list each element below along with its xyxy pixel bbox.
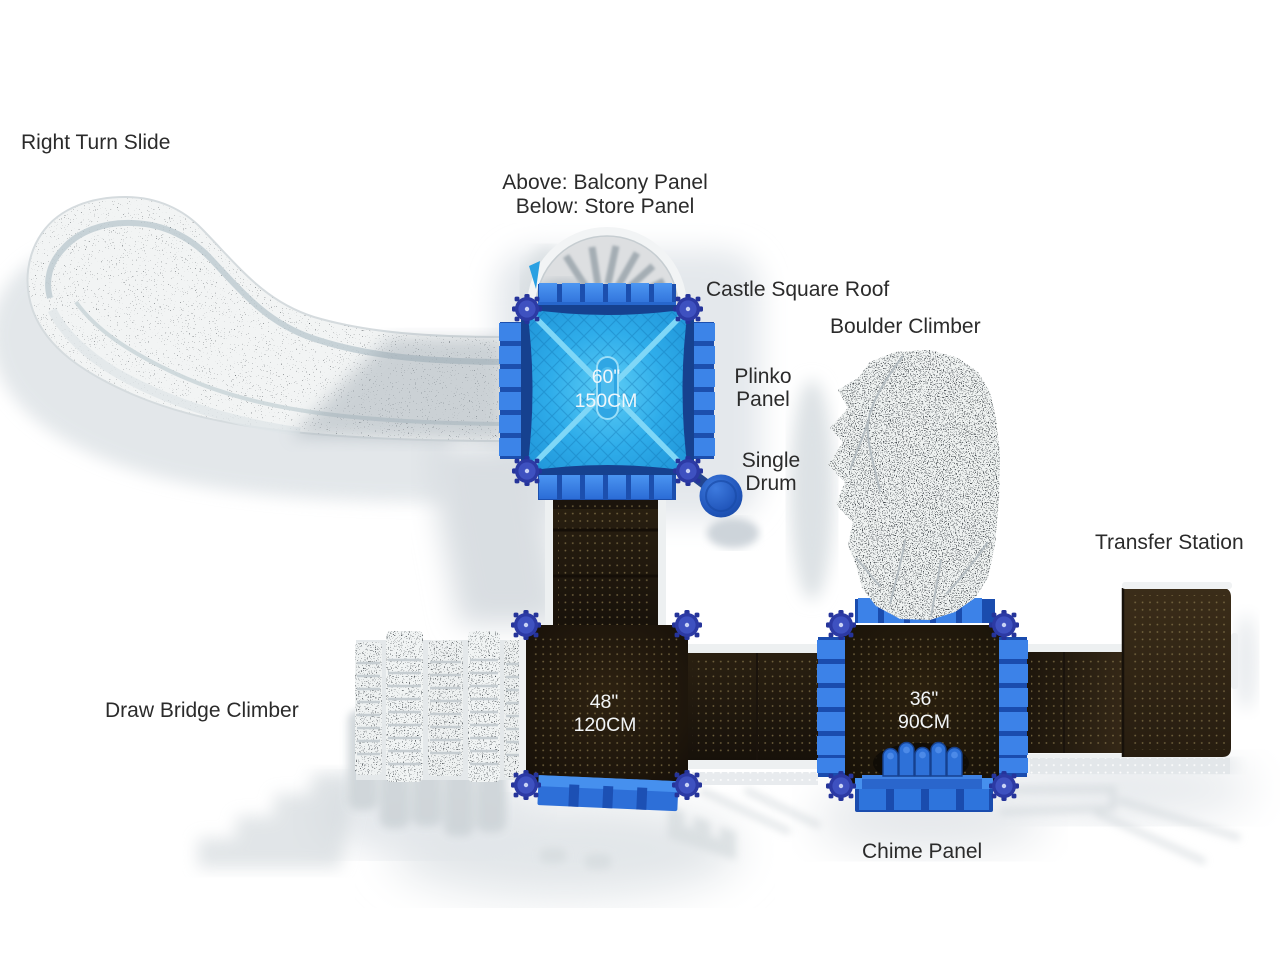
svg-text:36": 36" (910, 688, 939, 710)
svg-text:Plinko: Plinko (734, 365, 791, 388)
svg-text:Chime Panel: Chime Panel (862, 840, 982, 863)
svg-text:Castle Square Roof: Castle Square Roof (706, 278, 889, 301)
svg-text:90CM: 90CM (898, 711, 950, 733)
svg-text:Drum: Drum (745, 472, 796, 495)
svg-text:Single: Single (742, 449, 800, 472)
svg-text:Panel: Panel (736, 388, 790, 411)
svg-text:Above: Balcony Panel: Above: Balcony Panel (502, 171, 707, 194)
svg-text:Transfer Station: Transfer Station (1095, 531, 1244, 554)
svg-text:48": 48" (590, 691, 619, 713)
svg-text:120CM: 120CM (574, 714, 637, 736)
svg-text:60": 60" (592, 366, 621, 388)
svg-text:Right Turn Slide: Right Turn Slide (21, 131, 170, 154)
svg-text:Below: Store Panel: Below: Store Panel (516, 195, 695, 218)
svg-text:Boulder Climber: Boulder Climber (830, 315, 981, 338)
svg-text:150CM: 150CM (575, 390, 638, 412)
svg-text:Draw Bridge Climber: Draw Bridge Climber (105, 699, 299, 722)
